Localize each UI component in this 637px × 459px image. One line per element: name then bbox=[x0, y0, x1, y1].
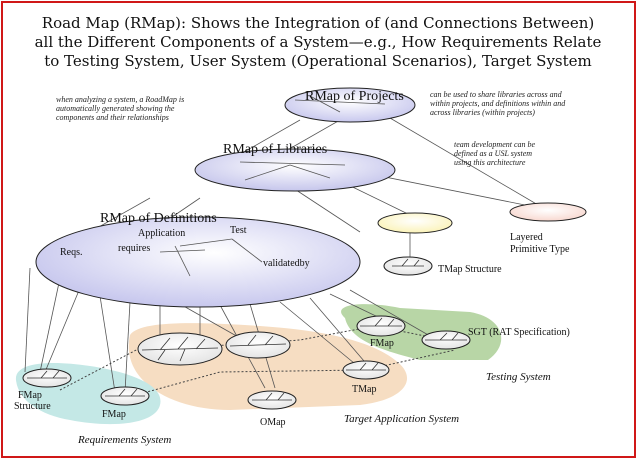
label-testing-system: Testing System bbox=[486, 371, 551, 383]
label-rmap-projects: RMap of Projects bbox=[305, 89, 404, 104]
note-right-3: across libraries (within projects) bbox=[430, 108, 535, 117]
note-left-1: when analyzing a system, a RoadMap is bbox=[56, 95, 184, 104]
label-requirements-system: Requirements System bbox=[77, 434, 171, 446]
rmap-libraries-ellipse[interactable] bbox=[194, 148, 396, 192]
label-layered-2: Primitive Type bbox=[510, 244, 570, 255]
label-test: Test bbox=[230, 225, 247, 236]
rmap-definitions-ellipse[interactable] bbox=[35, 216, 361, 308]
pink-ellipse[interactable] bbox=[509, 202, 587, 222]
label-omap: OMap bbox=[260, 417, 286, 428]
label-fmap-structure-1: FMap bbox=[18, 390, 42, 401]
note-left-2: automatically generated showing the bbox=[56, 104, 175, 113]
note-team-1: team development can be bbox=[454, 140, 536, 149]
note-left-3: components and their relationships bbox=[56, 113, 169, 122]
label-fmap-testing: FMap bbox=[370, 338, 394, 349]
label-tmap: TMap bbox=[352, 384, 376, 395]
label-target-system: Target Application System bbox=[344, 413, 459, 425]
label-fmap-req: FMap bbox=[102, 409, 126, 420]
leaf-ellipses bbox=[22, 258, 471, 410]
note-right-2: within projects, and definitions within … bbox=[430, 99, 566, 108]
label-tmap-structure: TMap Structure bbox=[438, 264, 502, 275]
title-line-3: to Testing System, User System (Operatio… bbox=[44, 52, 592, 70]
label-reqs: Reqs. bbox=[60, 247, 83, 258]
note-team-2: defined as a USL system bbox=[454, 149, 532, 158]
rmap-projects-ellipse[interactable] bbox=[284, 87, 416, 123]
label-layered-1: Layered bbox=[510, 232, 543, 243]
label-rmap-definitions: RMap of Definitions bbox=[100, 211, 217, 226]
label-sgt: SGT (RAT Specification) bbox=[468, 327, 570, 338]
title-line-1: Road Map (RMap): Shows the Integration o… bbox=[42, 14, 594, 32]
label-validatedby: validatedby bbox=[263, 258, 310, 269]
label-rmap-libraries: RMap of Libraries bbox=[223, 142, 327, 157]
layered-primitive-ellipse[interactable] bbox=[377, 212, 453, 234]
label-fmap-structure-2: Structure bbox=[14, 401, 51, 412]
note-right-1: can be used to share libraries across an… bbox=[430, 90, 563, 99]
label-application: Application bbox=[138, 228, 185, 239]
inner-lines bbox=[159, 95, 386, 277]
label-requires: requires bbox=[118, 243, 150, 254]
note-team-3: using this architecture bbox=[454, 158, 526, 167]
title-line-2: all the Different Components of a System… bbox=[35, 33, 602, 51]
